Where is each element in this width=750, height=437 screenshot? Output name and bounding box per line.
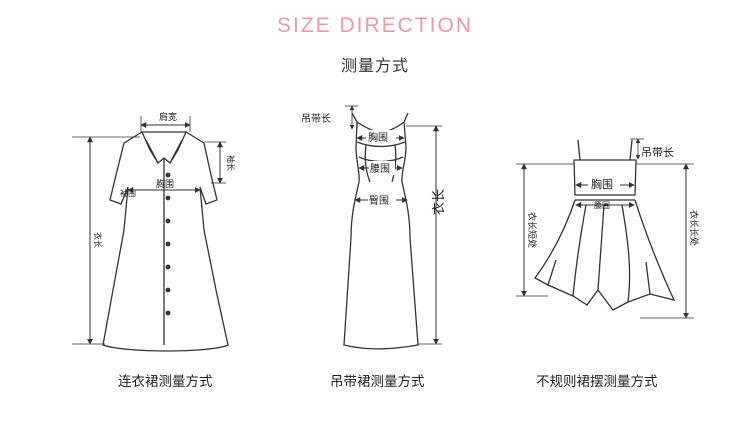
irregular-dress-skirt (534, 199, 676, 311)
shirt-dress-outline (102, 131, 229, 352)
label-short-length: 衣长短处 (526, 212, 538, 248)
label-waist-2: 腰围 (370, 163, 390, 175)
label-bust: 胸围 (156, 178, 174, 190)
slip-dress-figure (343, 112, 419, 350)
shirt-dress-figure (102, 131, 229, 352)
label-bust-3: 胸围 (591, 177, 613, 191)
caption-slip-dress: 吊带裙测量方式 (330, 374, 425, 390)
label-strap-2: 吊带长 (301, 113, 331, 125)
irregular-dress-bodice (573, 159, 637, 196)
label-shoulder: 肩宽 (159, 111, 177, 123)
label-strap-3: 吊带长 (641, 146, 674, 159)
label-long-length: 衣长长处 (688, 210, 700, 246)
caption-shirt-dress: 连衣裙测量方式 (118, 374, 213, 390)
irregular-hem-dress-figure (534, 139, 676, 311)
slip-dress-outline (343, 120, 419, 350)
label-hip-2: 臀围 (369, 195, 389, 207)
label-length-2: 衣长 (431, 189, 447, 215)
label-bust-2: 胸围 (368, 131, 388, 144)
shirt-dress-buttons (165, 172, 171, 316)
label-length: 衣长 (93, 232, 103, 248)
label-waist-3: 腰围 (594, 201, 610, 210)
label-sleeve-length: 袖长 (226, 155, 236, 171)
page-title: SIZE DIRECTION (276, 14, 473, 37)
caption-irregular-hem-dress: 不规则裙摆测量方式 (536, 374, 658, 390)
label-sleeve-width: 袖围 (120, 188, 136, 198)
page-subtitle: 测量方式 (340, 56, 409, 75)
